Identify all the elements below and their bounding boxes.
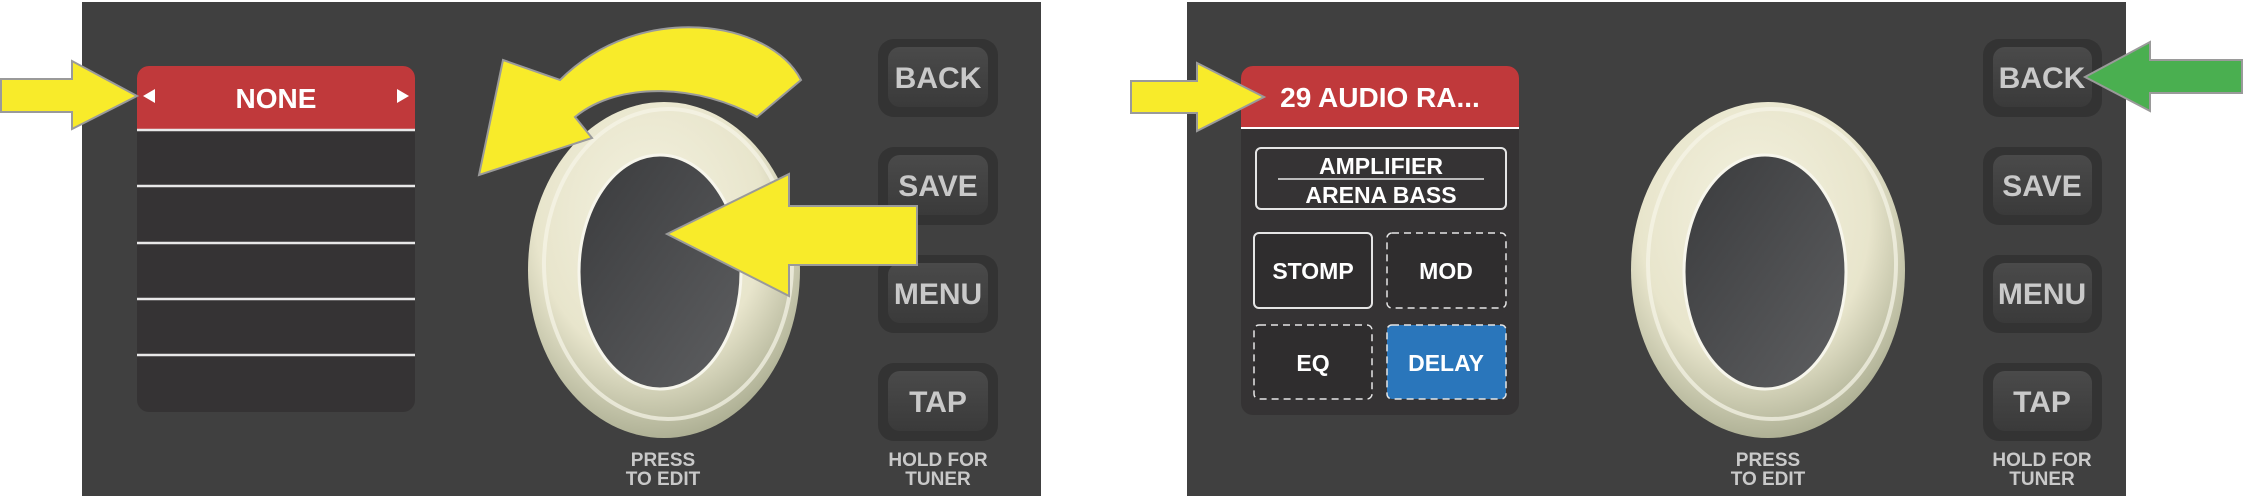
right-device-panel: 29 AUDIO RA... AMPLIFIER ARENA BASS STOM… — [1130, 2, 2243, 496]
preset-header[interactable] — [1241, 66, 1519, 127]
svg-text:SAVE: SAVE — [898, 170, 977, 203]
yellow-arrow-right-icon — [1130, 61, 1267, 133]
svg-text:MOD: MOD — [1419, 258, 1473, 284]
press-caption-line2: TO EDIT — [1731, 469, 1806, 490]
left-display-screen: NONE — [137, 66, 415, 412]
amplifier-block[interactable]: AMPLIFIER ARENA BASS — [1255, 147, 1507, 210]
svg-text:TAP: TAP — [2013, 386, 2071, 419]
tuner-caption-line1: HOLD FOR — [888, 450, 987, 471]
encoder-knob[interactable] — [528, 102, 800, 438]
back-button[interactable]: BACK — [878, 39, 998, 117]
green-arrow-left-icon — [2082, 40, 2243, 113]
save-button[interactable]: SAVE — [1983, 147, 2102, 225]
left-device-panel: NONE BACK SAV — [0, 2, 1041, 496]
right-triangle-icon[interactable] — [397, 89, 409, 103]
svg-text:MENU: MENU — [1998, 278, 2086, 311]
tap-button[interactable]: TAP — [878, 363, 998, 441]
tuner-caption-line2: TUNER — [905, 469, 971, 490]
eq-block[interactable]: EQ — [1253, 324, 1373, 400]
yellow-arrow-left-icon — [664, 172, 918, 298]
press-caption-line1: PRESS — [631, 450, 695, 471]
list-dividers — [137, 128, 415, 357]
amp-title: AMPLIFIER — [1319, 153, 1443, 179]
tap-button[interactable]: TAP — [1983, 363, 2102, 441]
tuner-caption-line2: TUNER — [2009, 469, 2075, 490]
svg-text:MENU: MENU — [894, 278, 982, 311]
list-item[interactable] — [137, 357, 415, 411]
svg-text:EQ: EQ — [1296, 350, 1329, 376]
right-display-screen: 29 AUDIO RA... AMPLIFIER ARENA BASS STOM… — [1241, 66, 1519, 415]
stomp-block[interactable]: STOMP — [1253, 232, 1373, 309]
svg-text:STOMP: STOMP — [1272, 258, 1353, 284]
left-triangle-icon[interactable] — [143, 89, 155, 103]
yellow-arrow-right-icon — [0, 59, 140, 131]
mod-block[interactable]: MOD — [1386, 232, 1507, 309]
menu-button[interactable]: MENU — [1983, 255, 2102, 333]
tuner-caption-line1: HOLD FOR — [1992, 450, 2091, 471]
encoder-knob[interactable] — [1631, 102, 1905, 438]
list-item[interactable] — [137, 188, 415, 242]
preset-name: 29 AUDIO RA... — [1280, 82, 1480, 113]
header-selector[interactable] — [137, 66, 415, 129]
svg-text:SAVE: SAVE — [2002, 170, 2081, 203]
press-caption-line1: PRESS — [1736, 450, 1800, 471]
menu-button[interactable]: MENU — [878, 255, 998, 333]
svg-text:DELAY: DELAY — [1408, 350, 1484, 376]
header-label: NONE — [236, 83, 317, 114]
svg-text:BACK: BACK — [895, 62, 982, 95]
press-caption-line2: TO EDIT — [626, 469, 701, 490]
back-button[interactable]: BACK — [1983, 39, 2102, 117]
list-item[interactable] — [137, 301, 415, 354]
amp-model: ARENA BASS — [1305, 182, 1456, 208]
delay-block-active[interactable]: DELAY — [1386, 324, 1507, 400]
list-item[interactable] — [137, 245, 415, 298]
svg-text:BACK: BACK — [1999, 62, 2086, 95]
svg-text:TAP: TAP — [909, 386, 967, 419]
curved-arrow-counterclockwise-icon — [477, 26, 803, 177]
list-item[interactable] — [137, 132, 415, 185]
